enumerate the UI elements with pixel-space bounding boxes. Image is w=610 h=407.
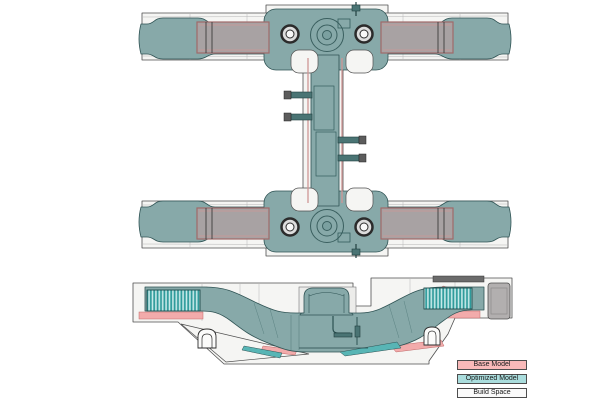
spring-seat [310, 18, 344, 52]
legend: Base Model Optimized Model Build Space [457, 360, 527, 402]
crossmember-dome [299, 287, 354, 316]
right-end-bushing-body [487, 282, 511, 320]
bushing-block-hatched [146, 287, 473, 312]
optimized-model-top-view [138, 8, 512, 253]
arch-cutout [197, 328, 217, 349]
spring-seat [310, 209, 344, 243]
legend-item-base-model: Base Model [457, 360, 527, 370]
arch-cutout [423, 326, 441, 346]
top-view [138, 2, 512, 258]
underside-wedge [339, 341, 402, 357]
base-model-top-view [196, 21, 454, 240]
facet-lines [253, 300, 413, 339]
crossmember [310, 54, 340, 207]
legend-item-optimized-model: Optimized Model [457, 374, 527, 384]
base-model-edge-lines [199, 24, 451, 237]
bushing-ring [280, 24, 300, 44]
junction-fillet-cutouts [290, 49, 374, 212]
bushing-ring [280, 217, 300, 237]
side-view [132, 275, 513, 365]
beam-internal-details [253, 300, 413, 350]
top-cap-strip [432, 275, 485, 283]
crossmember-details [283, 2, 367, 258]
bushing-ring [354, 24, 374, 44]
legend-item-build-space: Build Space [457, 388, 527, 398]
underside-wedge [241, 345, 283, 359]
bushing-ring [354, 217, 374, 237]
optimized-model-side-beam [144, 286, 485, 353]
bushing-rings [280, 18, 374, 243]
flange-lines [205, 22, 445, 239]
